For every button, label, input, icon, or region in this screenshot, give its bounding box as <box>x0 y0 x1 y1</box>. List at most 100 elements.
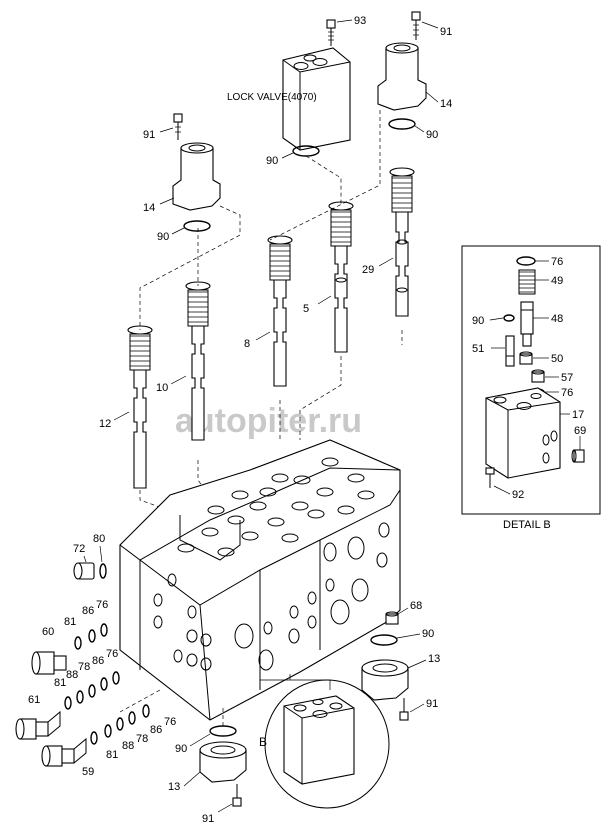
bolt-91-top <box>411 11 421 40</box>
callout-d49: 49 <box>551 275 563 287</box>
plug-68 <box>385 611 399 625</box>
bolt-91-right <box>399 698 409 721</box>
ring-86-b <box>100 677 108 691</box>
callout-d48: 48 <box>551 313 563 325</box>
ring-88-a <box>76 690 84 704</box>
callout-10: 10 <box>156 382 168 394</box>
callout-d51: 51 <box>472 343 484 355</box>
callout-76-a: 76 <box>96 599 108 611</box>
ring-88-b <box>104 724 112 738</box>
callout-91-top: 91 <box>440 26 452 38</box>
callout-12: 12 <box>99 418 111 430</box>
callout-91-bottom: 91 <box>202 813 214 825</box>
detail-piston-48 <box>520 301 534 347</box>
callout-88-a: 88 <box>66 669 78 681</box>
detail-spring-49 <box>518 269 536 295</box>
callout-91-left: 91 <box>143 129 155 141</box>
detail-block-17 <box>485 387 561 479</box>
detail-ring-90 <box>503 314 515 322</box>
cap-13-right <box>361 659 409 701</box>
callout-14-left: 14 <box>143 202 155 214</box>
callout-14-top: 14 <box>440 98 452 110</box>
plug-72 <box>73 562 95 580</box>
ring-86-c <box>128 711 136 725</box>
callout-90-right: 90 <box>422 628 434 640</box>
ring-78-a <box>88 684 96 698</box>
callout-90-left: 90 <box>157 231 169 243</box>
callout-d76-top: 76 <box>551 256 563 268</box>
ring-78-b <box>116 717 124 731</box>
detail-rod-51 <box>505 335 515 367</box>
o-ring-90-right <box>370 634 398 646</box>
callout-90-top: 90 <box>426 129 438 141</box>
lock-valve-label: LOCK VALVE(4070) <box>227 92 317 103</box>
o-ring-90-bottom <box>209 725 237 737</box>
callout-60: 60 <box>42 626 54 638</box>
callout-86-a: 86 <box>82 605 94 617</box>
ring-76-c <box>142 704 150 718</box>
plug-61 <box>15 710 61 740</box>
bolt-91-left <box>173 113 183 140</box>
ring-81-a <box>74 636 82 650</box>
cap-13-bottom <box>199 741 247 783</box>
ring-76-a <box>100 623 108 637</box>
plug-60 <box>31 651 67 675</box>
callout-d57: 57 <box>561 372 573 384</box>
callout-72: 72 <box>73 543 85 555</box>
main-valve-body <box>119 439 401 721</box>
plug-59 <box>41 737 87 767</box>
ring-76-b <box>112 671 120 685</box>
callout-d76-bottom: 76 <box>561 387 573 399</box>
bolt-93 <box>326 19 336 46</box>
callout-5: 5 <box>303 303 309 315</box>
callout-78-a: 78 <box>78 661 90 673</box>
o-ring-90-left <box>183 220 211 232</box>
callout-59: 59 <box>82 766 94 778</box>
view-b-label: B <box>259 735 267 749</box>
callout-13-bottom: 13 <box>168 781 180 793</box>
callout-88-b: 88 <box>122 740 134 752</box>
callout-d90: 90 <box>472 315 484 327</box>
detail-b-label: DETAIL B <box>503 519 551 531</box>
watermark: autopiter.ru <box>175 402 362 440</box>
callout-90-bottom: 90 <box>175 743 187 755</box>
callout-61: 61 <box>28 694 40 706</box>
callout-91-right: 91 <box>426 698 438 710</box>
callout-80: 80 <box>93 533 105 545</box>
spool-10 <box>185 281 211 441</box>
detail-plug-57 <box>531 369 545 383</box>
ring-81-b <box>64 696 72 710</box>
bolt-91-bottom <box>232 784 242 807</box>
callout-76-b: 76 <box>106 648 118 660</box>
spool-8 <box>267 235 293 387</box>
callout-d69: 69 <box>574 425 586 437</box>
callout-86-b: 86 <box>92 655 104 667</box>
callout-86-c: 86 <box>150 724 162 736</box>
spool-12 <box>127 325 153 489</box>
view-b-block <box>283 695 355 785</box>
callout-81-b: 81 <box>54 677 66 689</box>
o-ring-90-top <box>388 118 416 130</box>
callout-81-a: 81 <box>64 616 76 628</box>
o-ring-80 <box>99 563 107 579</box>
detail-plug-69 <box>571 449 585 463</box>
callout-81-c: 81 <box>106 749 118 761</box>
detail-seat-50 <box>519 351 533 365</box>
ring-81-c <box>90 731 98 745</box>
spool-5 <box>328 201 354 353</box>
callout-d92: 92 <box>512 489 524 501</box>
callout-76-c: 76 <box>164 716 176 728</box>
callout-90-mid: 90 <box>266 155 278 167</box>
cap-14-top <box>377 42 427 111</box>
callout-8: 8 <box>244 338 250 350</box>
callout-d17: 17 <box>572 409 584 421</box>
ring-86-a <box>88 629 96 643</box>
callout-13-right: 13 <box>428 653 440 665</box>
detail-bolt-92 <box>485 467 495 488</box>
callout-93: 93 <box>354 15 366 27</box>
cap-14-left <box>172 142 221 211</box>
callout-68: 68 <box>410 600 422 612</box>
callout-78-b: 78 <box>136 733 148 745</box>
